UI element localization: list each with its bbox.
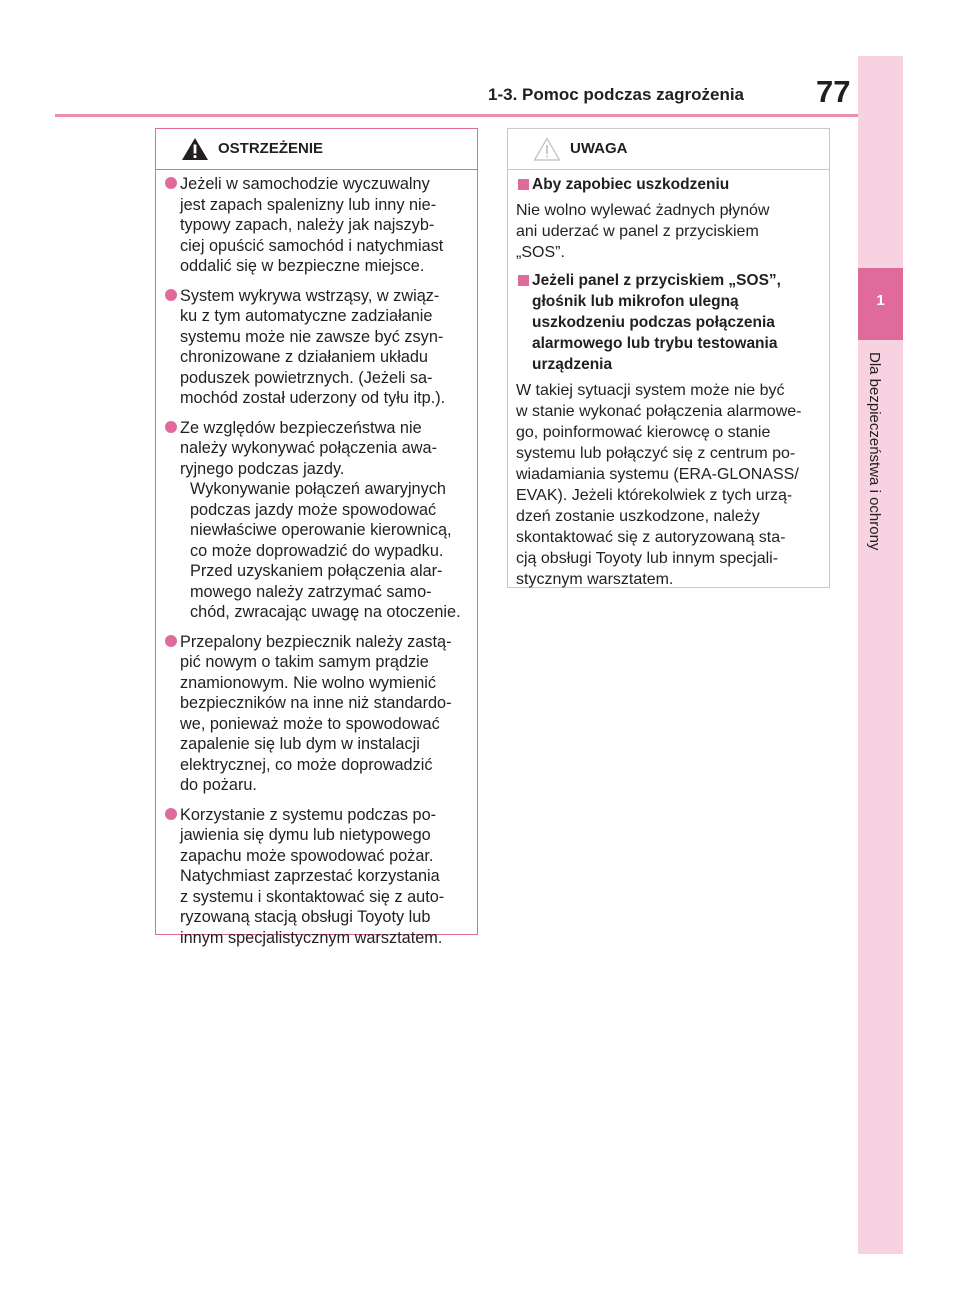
text-line: System wykrywa wstrząsy, w związ- — [180, 286, 440, 305]
text-line: pić nowym o takim samym prądzie — [180, 653, 429, 671]
text-line: znamionowym. Nie wolno wymienić — [180, 673, 437, 692]
text-line: ryzowaną stacją obsługi Toyoty lub — [180, 908, 431, 926]
heading-line: urządzenia — [532, 356, 613, 373]
text-line: jawienia się dymu lub nietypowego — [180, 826, 431, 844]
text-line: EVAK). Jeżeli którekolwiek z tych urzą- — [516, 487, 793, 504]
warning-item: Przepalony bezpiecznik należy zastą- pić… — [165, 632, 471, 796]
heading-line: Jeżeli panel z przyciskiem „SOS”, — [532, 272, 781, 289]
text-line: systemu może nie zawsze być zsyn- — [180, 327, 444, 346]
heading-line: uszkodzeniu podczas połączenia — [532, 314, 775, 331]
text-line: go, poinformować kierowcę o stanie — [516, 424, 771, 441]
page-number: 77 — [816, 74, 851, 109]
notice-title: UWAGA — [570, 140, 628, 157]
warning-box-header: OSTRZEŻENIE — [156, 129, 477, 170]
text-line: Przepalony bezpiecznik należy zastą- — [180, 632, 452, 651]
text-line: mochód został uderzony od tyłu itp.). — [180, 389, 446, 407]
notice-heading: Jeżeli panel z przyciskiem „SOS”, głośni… — [516, 270, 825, 375]
square-bullet-icon — [518, 179, 529, 190]
caution-triangle-icon — [533, 137, 561, 161]
text-line: jest zapach spalenizny lub inny nie- — [180, 195, 437, 214]
warning-item: Ze względów bezpieczeństwa nie należy wy… — [165, 418, 471, 623]
text-line: Jeżeli w samochodzie wyczuwalny — [180, 175, 430, 193]
text-line: dzeń zostanie uszkodzone, należy — [516, 508, 760, 525]
text-line: chronizowane z działaniem układu — [180, 348, 428, 366]
text-line: z systemu i skontaktować się z auto- — [180, 887, 445, 906]
square-bullet-icon — [518, 275, 529, 286]
side-tab-active-section — [858, 268, 903, 340]
text-line: chód, zwracając uwagę na otoczenie. — [190, 603, 461, 621]
text-line: Przed uzyskaniem połączenia alar- — [190, 562, 443, 580]
text-line: Nie wolno wylewać żadnych płynów — [516, 202, 770, 219]
bullet-icon — [165, 807, 177, 820]
side-tab-label: Dla bezpieczeństwa i ochrony — [866, 352, 883, 551]
bullet-icon — [165, 634, 177, 647]
text-line: niewłaściwe operowanie kierownicą, — [190, 521, 452, 539]
bullet-icon — [165, 288, 177, 301]
notice-body: Aby zapobiec uszkodzeniu Nie wolno wylew… — [508, 170, 829, 590]
text-line: Korzystanie z systemu podczas po- — [180, 805, 437, 824]
text-line: Natychmiast zaprzestać korzystania — [180, 867, 440, 885]
bullet-icon — [165, 420, 177, 433]
text-line: podczas jazdy może spowodować — [190, 500, 437, 519]
notice-text: Nie wolno wylewać żadnych płynów ani ude… — [516, 200, 825, 263]
text-line: oddalić się w bezpieczne miejsce. — [180, 257, 425, 275]
text-line: należy wykonywać połączenia awa- — [180, 439, 438, 457]
text-line: bezpieczników na inne niż standardo- — [180, 694, 452, 712]
section-title: 1-3. Pomoc podczas zagrożenia — [488, 85, 745, 104]
text-line: do pożaru. — [180, 776, 257, 794]
text-line: mowego należy zatrzymać samo- — [190, 582, 432, 601]
notice-box: UWAGA Aby zapobiec uszkodzeniu Nie wolno… — [507, 128, 830, 588]
text-line: „SOS”. — [516, 244, 565, 261]
text-line: cją obsługi Toyoty lub innym specjali- — [516, 550, 779, 567]
warning-triangle-icon — [182, 138, 208, 160]
heading-line: Aby zapobiec uszkodzeniu — [532, 176, 730, 193]
warning-title: OSTRZEŻENIE — [218, 140, 324, 157]
text-line: w stanie wykonać połączenia alarmowe- — [516, 403, 802, 420]
warning-item: Jeżeli w samochodzie wyczuwalny jest zap… — [165, 174, 471, 277]
warning-list: Jeżeli w samochodzie wyczuwalny jest zap… — [156, 170, 477, 948]
text-line: elektrycznej, co może doprowadzić — [180, 755, 433, 774]
text-line: skontaktować się z autoryzowaną sta- — [516, 529, 786, 546]
side-tab — [858, 56, 903, 1254]
warning-item: Korzystanie z systemu podczas po- jawien… — [165, 805, 471, 949]
text-line: systemu lub połączyć się z centrum po- — [516, 445, 796, 462]
text-line: ryjnego podczas jazdy. — [180, 459, 345, 478]
warning-item: System wykrywa wstrząsy, w związ- ku z t… — [165, 286, 471, 409]
notice-heading: Aby zapobiec uszkodzeniu — [516, 174, 825, 195]
text-line: innym specjalistycznym warsztatem. — [180, 928, 443, 947]
text-line: co może doprowadzić do wypadku. — [190, 541, 444, 560]
text-line: zapalenie się lub dym w instalacji — [180, 735, 420, 753]
notice-text: W takiej sytuacji system może nie być w … — [516, 380, 825, 590]
text-line: Wykonywanie połączeń awaryjnych — [190, 480, 446, 498]
warning-box: OSTRZEŻENIE Jeżeli w samochodzie wyczuwa… — [155, 128, 478, 947]
notice-box-header: UWAGA — [508, 129, 829, 170]
heading-line: głośnik lub mikrofon ulegną — [532, 293, 739, 310]
text-line: Ze względów bezpieczeństwa nie — [180, 418, 422, 437]
text-line: ciej opuścić samochód i natychmiast — [180, 236, 444, 255]
text-line: zapachu może spowodować pożar. — [180, 846, 434, 865]
text-line: we, ponieważ może to spowodować — [180, 714, 440, 733]
side-tab-number: 1 — [876, 292, 885, 309]
text-line: poduszek powietrznych. (Jeżeli sa- — [180, 368, 433, 387]
header-rule — [55, 114, 858, 117]
heading-line: alarmowego lub trybu testowania — [532, 335, 778, 352]
text-line: wiadamiania systemu (ERA-GLONASS/ — [516, 466, 799, 483]
text-line: typowy zapach, należy jak najszyb- — [180, 216, 435, 234]
text-line: stycznym warsztatem. — [516, 571, 674, 588]
text-line: ani uderzać w panel z przyciskiem — [516, 223, 759, 240]
text-line: W takiej sytuacji system może nie być — [516, 382, 785, 399]
text-line: ku z tym automatyczne zadziałanie — [180, 307, 433, 325]
bullet-icon — [165, 177, 177, 189]
